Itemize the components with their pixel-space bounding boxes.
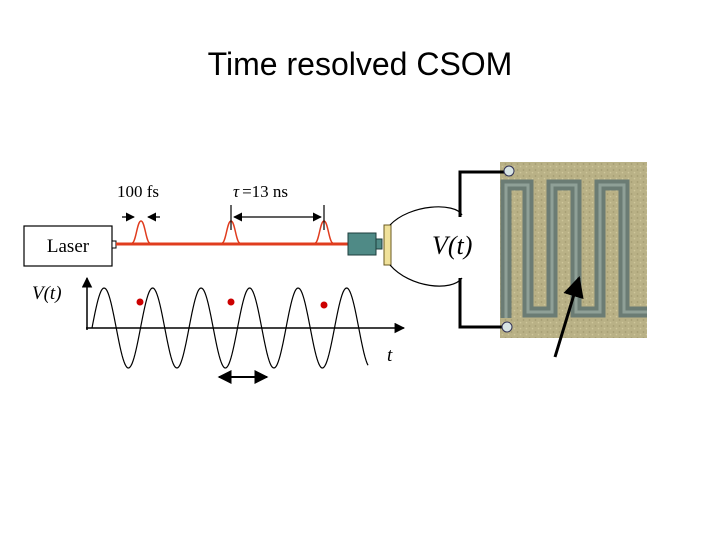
top-lead	[458, 170, 507, 217]
period-label: τ=13 ns	[233, 182, 288, 201]
bottom-lead	[458, 278, 507, 329]
detector-screen	[383, 224, 392, 266]
time-axis-label: t	[387, 345, 393, 366]
top-contact-pad	[503, 165, 515, 177]
sample-point-2	[227, 298, 235, 306]
device-voltage-label: V(t)	[432, 231, 472, 260]
detector-tip	[375, 238, 383, 250]
slide-title: Time resolved CSOM	[207, 46, 513, 82]
laser-label: Laser	[47, 236, 90, 257]
voltage-axis-label: V(t)	[32, 283, 62, 304]
detector-body	[347, 232, 377, 256]
period-symbol: τ	[233, 182, 240, 201]
bottom-contact-pad	[501, 321, 513, 333]
laser-aperture	[111, 240, 117, 249]
sample-point-1	[136, 298, 144, 306]
detector-wire-bottom	[389, 264, 463, 287]
detector-wire-top	[389, 206, 463, 226]
electrode-trace-highlight	[504, 183, 647, 318]
sample-point-3	[320, 301, 328, 309]
pulse-1	[131, 220, 151, 244]
period-value: =13 ns	[242, 182, 288, 201]
probe-pointer-arrow	[553, 275, 584, 358]
pulse-width-label: 100 fs	[117, 182, 159, 201]
laser-box	[23, 225, 113, 267]
voltage-waveform	[91, 287, 369, 369]
